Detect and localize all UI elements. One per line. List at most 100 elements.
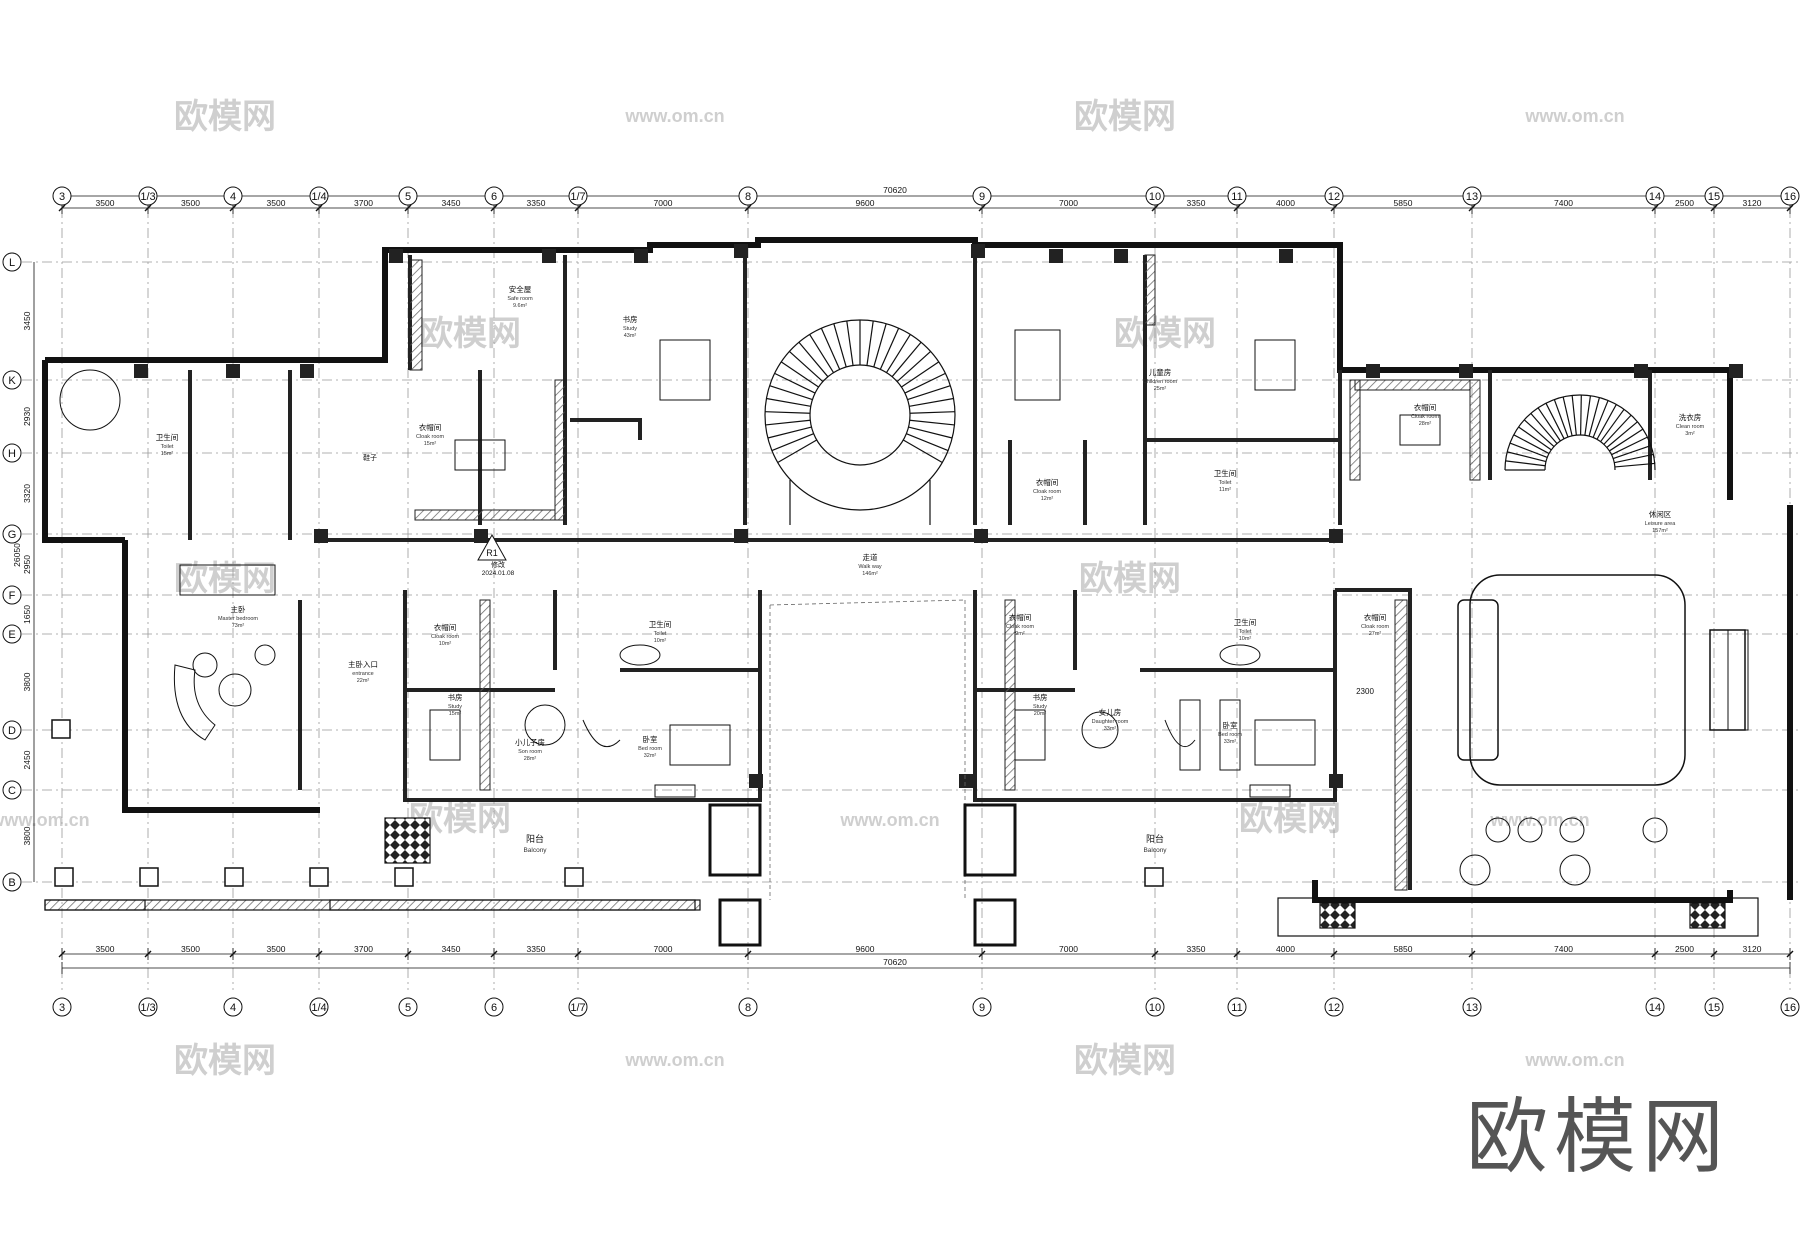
svg-text:Toilet: Toilet (1239, 629, 1252, 635)
grid-bubble-col-bottom: 6 (484, 997, 504, 1017)
svg-text:32m²: 32m² (644, 753, 657, 759)
dimension-value: 7400 (1554, 198, 1573, 208)
svg-text:11m²: 11m² (1219, 487, 1231, 493)
grid-bubble-row: G (2, 524, 22, 544)
dimension-value: 5850 (1394, 944, 1413, 954)
dimension-value: 9600 (856, 198, 875, 208)
row-dimension-value: 3450 (22, 311, 32, 330)
structural-column (134, 364, 148, 378)
grid-bubble-col-top: 8 (738, 186, 758, 206)
stair-tread (885, 334, 911, 373)
stair-tread (774, 372, 816, 394)
dimension-value: 3700 (354, 198, 373, 208)
svg-text:阳台: 阳台 (526, 833, 544, 844)
stair-tread (909, 419, 955, 426)
structural-column (734, 529, 748, 543)
furniture-piece (1014, 709, 1046, 761)
dimension-value: 3500 (181, 944, 200, 954)
furniture-piece (1399, 414, 1441, 446)
grid-bubble-col-bottom: 3 (52, 997, 72, 1017)
furniture-piece (1727, 629, 1749, 731)
svg-text:25m²: 25m² (1154, 386, 1167, 392)
svg-text:H: H (8, 448, 16, 460)
svg-text:K: K (8, 375, 16, 387)
svg-text:Cloak room: Cloak room (1006, 624, 1035, 630)
svg-text:14: 14 (1649, 1002, 1661, 1014)
balcony-columns (51, 719, 1164, 887)
stair-tread (1505, 460, 1546, 467)
furniture (59, 329, 1749, 886)
label-dim-2300: 2300 (1356, 687, 1374, 696)
structural-column (634, 249, 648, 263)
furniture-piece (454, 439, 506, 471)
furniture-piece (1081, 711, 1119, 749)
watermark-text: 欧模网 (174, 98, 276, 136)
stair-tread (809, 334, 835, 373)
structural-column (1114, 249, 1128, 263)
svg-text:15m²: 15m² (449, 711, 462, 717)
grid-bubble-col-bottom: 1/3 (138, 997, 158, 1017)
grid-bubble-row: L (2, 252, 22, 272)
grid-bubble-col-bottom: 15 (1704, 997, 1724, 1017)
label-shoes: 鞋子 (363, 453, 377, 462)
brand-watermark: 欧模网 (1465, 1090, 1730, 1185)
furniture-piece (1014, 329, 1061, 401)
watermark-text: 欧模网 (174, 1042, 276, 1080)
dimension-value: 3350 (1187, 198, 1206, 208)
grid-bubble-row: B (2, 872, 22, 892)
grid-bubble-row: E (2, 624, 22, 644)
row-dimension-value: 2950 (22, 555, 32, 574)
stair-tread (1611, 436, 1648, 456)
structural-columns (134, 244, 1743, 788)
row-dimension-value: 2450 (22, 750, 32, 769)
svg-text:1/7: 1/7 (570, 191, 585, 203)
dimension-value: 3450 (442, 198, 461, 208)
stair-tread (1612, 445, 1652, 460)
svg-text:洗衣房: 洗衣房 (1679, 412, 1702, 422)
svg-text:Bed room: Bed room (638, 746, 662, 752)
grid-bubble-col-bottom: 4 (223, 997, 243, 1017)
watermark-text: 欧模网 (1239, 800, 1341, 838)
stair-tread (1580, 395, 1582, 436)
dimension-value: 7000 (1059, 944, 1078, 954)
grid-bubble-col-top: 9 (972, 186, 992, 206)
svg-text:主卧: 主卧 (231, 604, 246, 614)
grid-bubble-col-top: 13 (1462, 186, 1482, 206)
svg-text:Children room: Children room (1143, 379, 1178, 385)
watermark-url: www.om.cn (624, 1050, 724, 1070)
balcony-rail (44, 817, 1759, 937)
stair-tread (908, 426, 953, 439)
furniture-piece (1254, 339, 1296, 391)
svg-text:3m²: 3m² (1685, 431, 1695, 437)
furniture-piece (524, 704, 566, 746)
svg-text:2024.01.08: 2024.01.08 (482, 570, 515, 577)
dimension-value: 3500 (267, 944, 286, 954)
sofa (582, 719, 621, 748)
svg-text:D: D (8, 725, 16, 737)
svg-text:Leisure area: Leisure area (1645, 521, 1677, 527)
dimension-value: 3500 (267, 198, 286, 208)
svg-text:Toilet: Toilet (1219, 480, 1232, 486)
row-dimension-total: 26050 (12, 543, 22, 567)
dimension-value: 3120 (1743, 944, 1762, 954)
svg-text:休闲区: 休闲区 (1649, 509, 1672, 519)
svg-text:43m²: 43m² (624, 333, 637, 339)
dimension-value: 4000 (1276, 944, 1295, 954)
stair-tread (1509, 442, 1548, 459)
furniture-piece (1219, 699, 1241, 771)
svg-text:5: 5 (405, 1002, 411, 1014)
grid-bubble-col-bottom: 10 (1145, 997, 1165, 1017)
svg-text:衣帽间: 衣帽间 (1414, 402, 1437, 412)
svg-text:Toilet: Toilet (654, 631, 667, 637)
